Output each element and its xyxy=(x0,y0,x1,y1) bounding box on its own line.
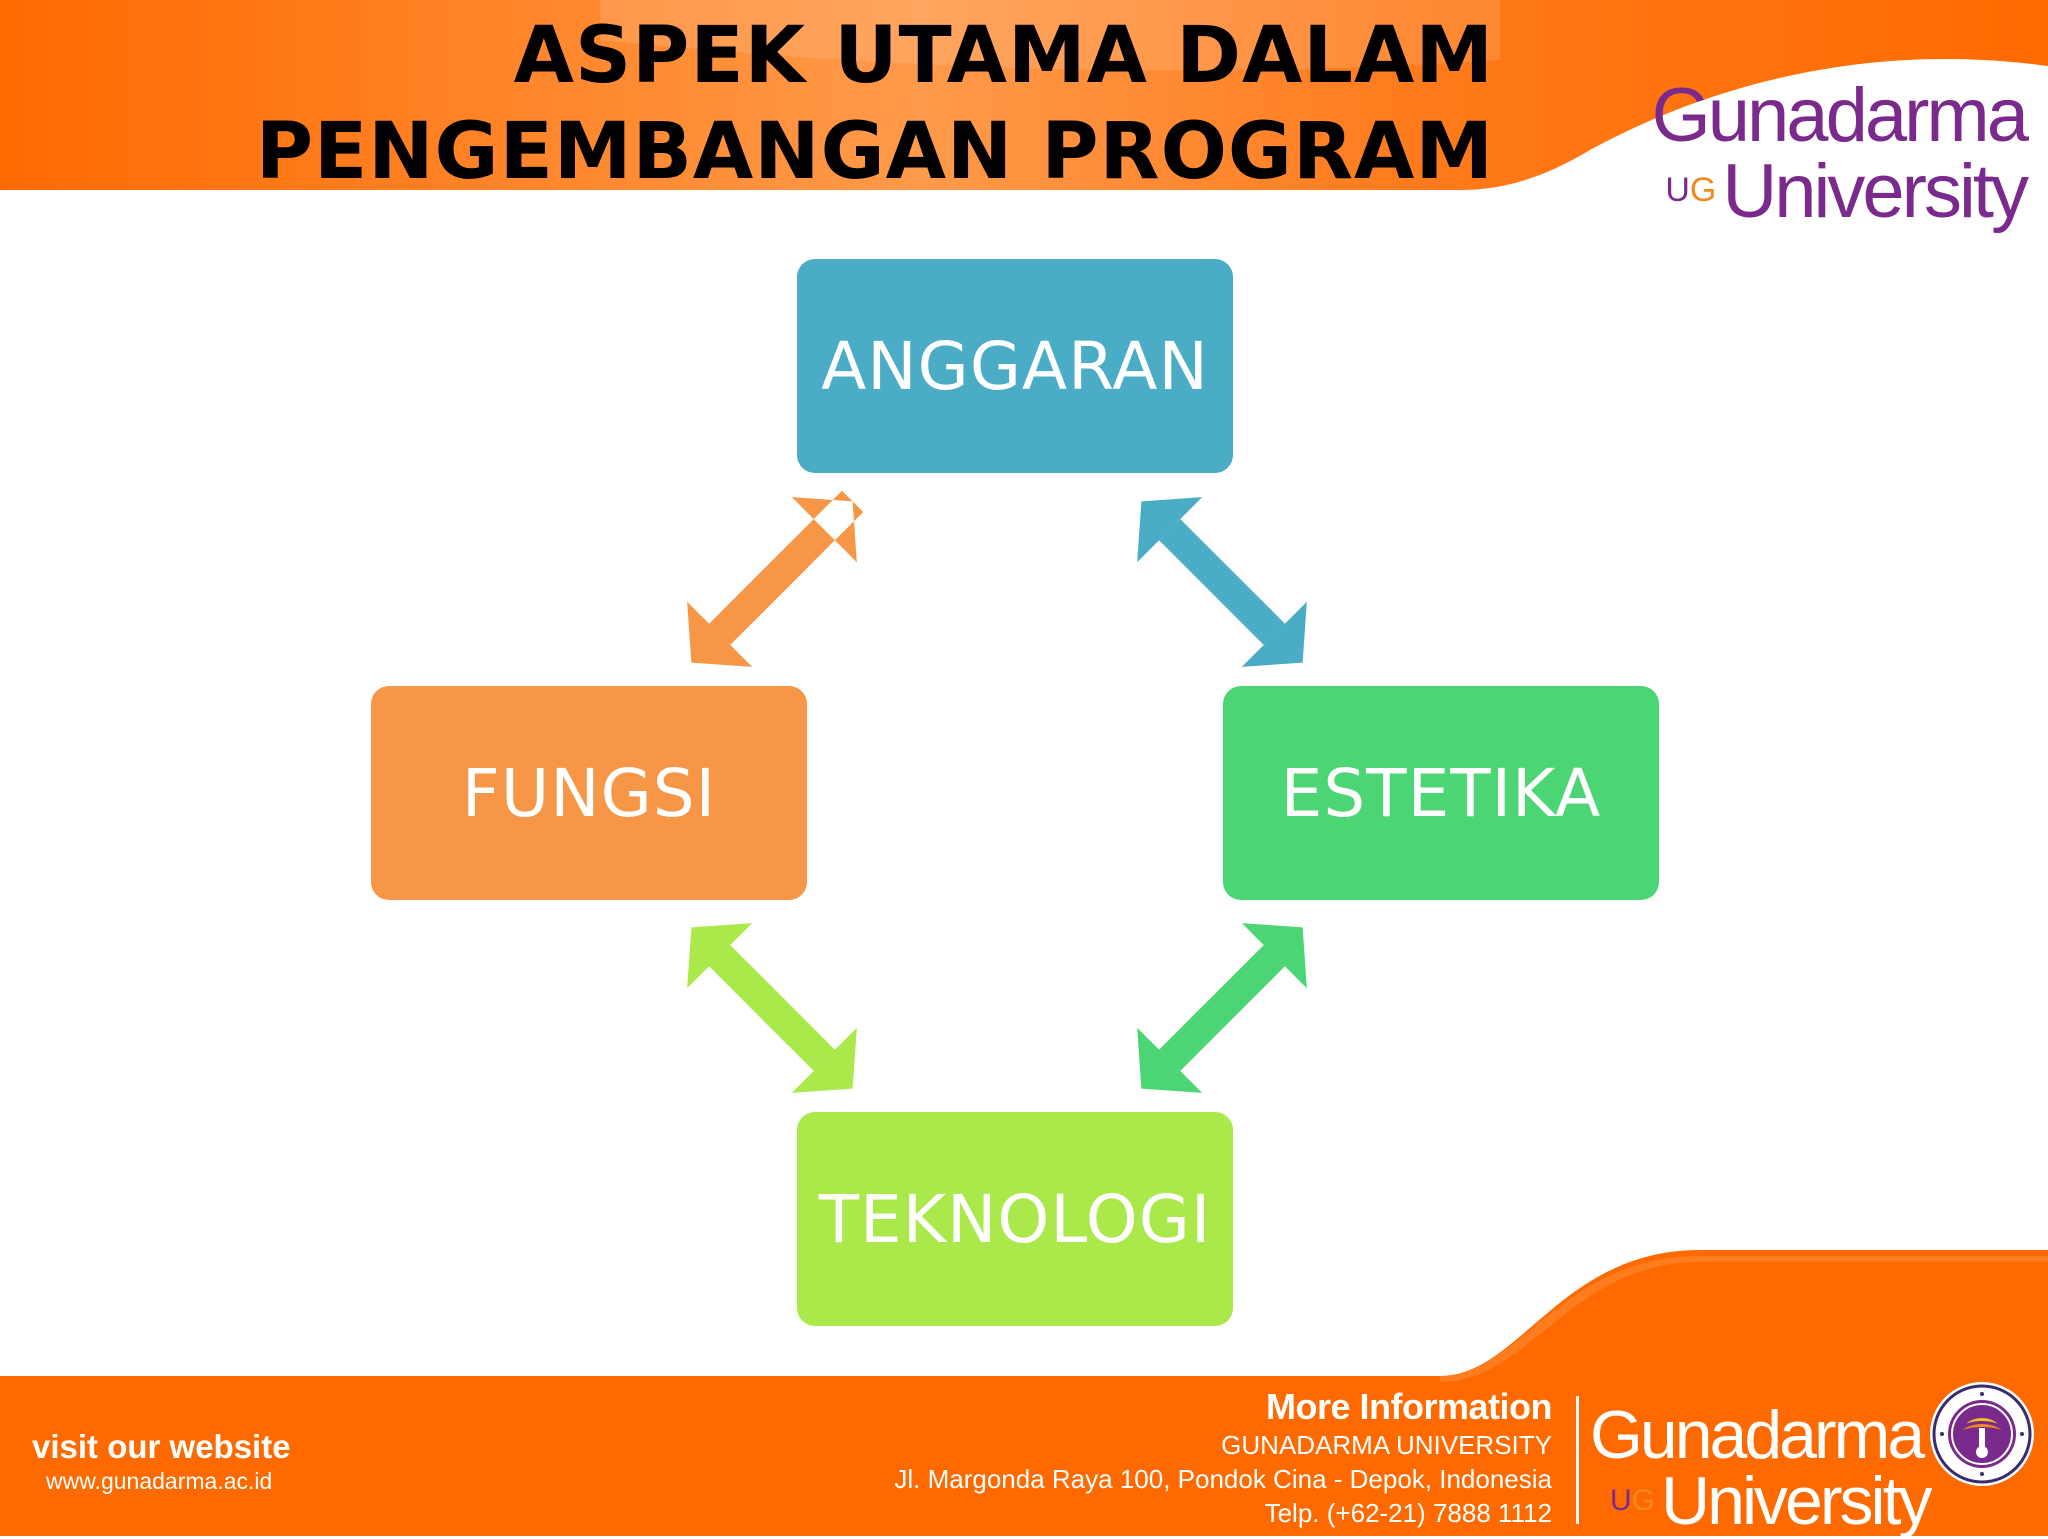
website-link[interactable]: www.gunadarma.ac.id xyxy=(46,1468,273,1494)
slide-title: ASPEK UTAMA DALAM PENGEMBANGAN PROGRAM xyxy=(256,8,1494,200)
footer-divider xyxy=(1576,1396,1579,1524)
node-estetika: ESTETIKA xyxy=(1223,686,1659,900)
node-estetika-label: ESTETIKA xyxy=(1280,754,1602,832)
university-name: GUNADARMA UNIVERSITY xyxy=(1221,1430,1552,1460)
footer-ug-mark: UG xyxy=(1610,1484,1656,1517)
node-fungsi-label: FUNGSI xyxy=(461,754,717,832)
arrow-anggaran-fungsi xyxy=(687,490,864,667)
logo-gunadarma-text: Gunadarma xyxy=(1651,73,2029,158)
node-anggaran-label: ANGGARAN xyxy=(821,327,1209,405)
university-seal-icon xyxy=(1930,1382,2034,1486)
footer-wave-highlight xyxy=(1440,1256,2048,1382)
node-teknologi: TEKNOLOGI xyxy=(797,1112,1233,1326)
arrow-anggaran-estetika xyxy=(1137,497,1307,667)
gunadarma-logo: Gunadarma UGUniversity xyxy=(1646,73,2029,230)
logo-university-line: UGUniversity xyxy=(1646,154,2029,230)
header-sheen xyxy=(600,0,1500,71)
title-line-2: PENGEMBANGAN PROGRAM xyxy=(255,107,1494,197)
node-anggaran: ANGGARAN xyxy=(797,259,1233,473)
phone-text: Telp. (+62-21) 7888 1112 xyxy=(1264,1498,1552,1528)
title-line-1: ASPEK UTAMA DALAM xyxy=(513,11,1494,101)
arrow-estetika-teknologi xyxy=(1137,923,1307,1093)
visit-website-block: visit our website www.gunadarma.ac.id xyxy=(32,1428,291,1495)
arrow-fungsi-teknologi xyxy=(687,923,857,1093)
ug-mark: UG xyxy=(1665,171,1717,209)
logo-university-text: University xyxy=(1722,149,2029,234)
footer-logo-gunadarma-text: Gunadarma xyxy=(1590,1397,1925,1473)
header-band xyxy=(0,0,2048,190)
footer-logo-university-line: UGUniversity xyxy=(1610,1467,1933,1535)
footer-band xyxy=(0,1250,2048,1536)
footer-logo-university-text: University xyxy=(1661,1463,1932,1539)
more-info-heading: More Information xyxy=(1266,1386,1552,1427)
visit-website-label: visit our website xyxy=(32,1428,291,1465)
address-text: Jl. Margonda Raya 100, Pondok Cina - Dep… xyxy=(894,1464,1552,1494)
footer-gunadarma-logo: Gunadarma UGUniversity xyxy=(1590,1397,1933,1535)
contact-info: More Information GUNADARMA UNIVERSITY Jl… xyxy=(894,1386,1552,1530)
node-teknologi-label: TEKNOLOGI xyxy=(818,1180,1212,1258)
node-fungsi: FUNGSI xyxy=(371,686,807,900)
